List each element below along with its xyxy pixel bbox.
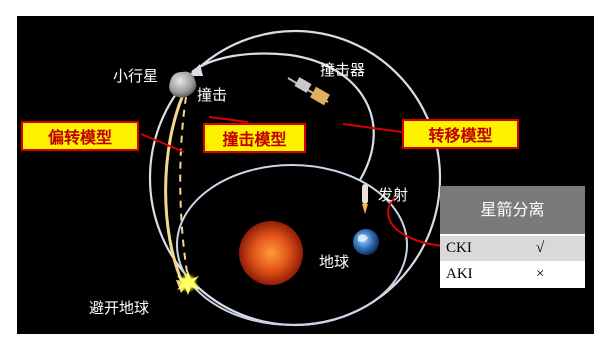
separation-callout-line <box>387 196 443 247</box>
transfer-orbit <box>191 52 375 181</box>
rocket-icon <box>362 184 368 204</box>
asteroid-icon <box>169 71 197 98</box>
deflection-callout-line <box>140 133 185 153</box>
avoid-star <box>177 271 200 295</box>
check-icon: √ <box>536 240 545 256</box>
impact-callout-line <box>208 116 249 123</box>
table-row: AKI × <box>440 262 585 287</box>
launch-label: 发射 <box>378 186 409 204</box>
transfer-arrowhead <box>188 64 203 76</box>
avoid-earth-label: 避开地球 <box>89 299 150 317</box>
sun-icon <box>239 221 303 285</box>
transfer-model-box: 转移模型 <box>402 119 519 149</box>
row-name: CKI <box>446 240 472 256</box>
deflection-arrow <box>164 94 185 283</box>
impact-label: 撞击 <box>197 86 228 104</box>
row-name: AKI <box>446 266 473 282</box>
earth-orbit <box>176 164 408 326</box>
deflection-model-box: 偏转模型 <box>21 121 139 151</box>
original-trajectory <box>179 96 189 279</box>
earth-icon <box>353 229 379 255</box>
earth-label: 地球 <box>319 253 350 271</box>
rocket-flame <box>362 204 368 214</box>
cross-icon: × <box>536 266 545 282</box>
impact-model-box: 撞击模型 <box>203 123 306 153</box>
separation-table-header: 星箭分离 <box>440 186 585 234</box>
separation-table: 星箭分离 CKI √ AKI × <box>440 186 585 288</box>
impactor-icon <box>287 77 330 106</box>
impactor-label: 撞击器 <box>320 61 366 79</box>
asteroid-label: 小行星 <box>113 67 159 85</box>
earth-cloud <box>358 234 368 242</box>
transfer-callout-line <box>342 123 403 133</box>
table-row: CKI √ <box>440 236 585 261</box>
